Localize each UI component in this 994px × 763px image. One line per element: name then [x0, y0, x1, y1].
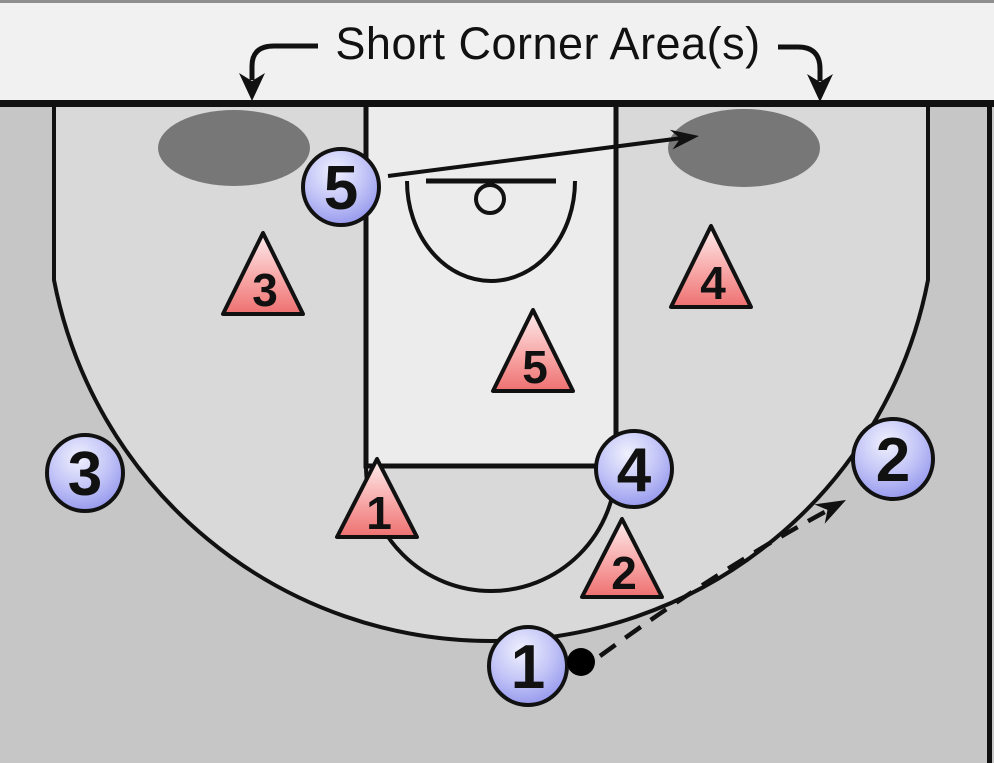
defense-player-5[interactable]: 5	[491, 308, 575, 393]
offense-circle	[487, 625, 569, 707]
arrowhead-icon	[814, 500, 846, 524]
defense-player-4[interactable]: 4	[669, 224, 753, 309]
offense-player-2-label: 2	[876, 426, 910, 495]
defense-player-1-label: 1	[366, 487, 392, 539]
defender-triangle	[221, 231, 305, 316]
offense-circle	[851, 417, 935, 501]
arrowhead-icon	[669, 129, 699, 150]
basketball-icon[interactable]	[567, 648, 595, 676]
defender-triangle	[580, 517, 664, 599]
play-actions	[387, 129, 846, 658]
baseline	[0, 100, 994, 107]
cut-arrow-5-to-short-corner	[387, 136, 683, 178]
offense-player-5-label: 5	[324, 154, 358, 223]
defender-triangle	[335, 457, 419, 539]
offense-player-1[interactable]: 1	[487, 625, 569, 707]
short-corner-area-left	[158, 110, 310, 186]
title-banner	[0, 0, 994, 104]
offense-circle	[45, 433, 125, 513]
offense-player-4[interactable]: 4	[594, 429, 674, 509]
offense-circle	[301, 147, 381, 227]
offense-players: 5 3 4 2 1	[45, 147, 935, 707]
title-pointer-right	[778, 44, 823, 81]
defense-player-3[interactable]: 3	[221, 231, 305, 316]
offense-player-1-label: 1	[511, 633, 545, 702]
title-callout: Short Corner Area(s)	[239, 18, 833, 102]
arrow-down-icon	[239, 73, 265, 101]
restricted-area-arc	[405, 180, 577, 283]
lane-key	[363, 101, 619, 469]
offense-player-5[interactable]: 5	[301, 147, 381, 227]
offense-circle	[594, 429, 674, 509]
offense-player-3-label: 3	[68, 440, 102, 509]
defense-player-2[interactable]: 2	[580, 517, 664, 599]
defense-players: 3 4 5 1 2	[221, 224, 753, 599]
defense-player-4-label: 4	[700, 257, 726, 309]
right-sideline	[987, 104, 992, 763]
pass-arrow-1-to-2	[598, 505, 836, 658]
short-corner-area-right	[668, 109, 820, 187]
top-border	[0, 0, 994, 3]
arrow-down-icon	[807, 74, 833, 102]
defender-triangle	[491, 308, 575, 393]
defense-player-5-label: 5	[522, 341, 548, 393]
defense-player-1[interactable]: 1	[335, 457, 419, 539]
defense-player-3-label: 3	[252, 264, 278, 316]
defender-triangle	[669, 224, 753, 309]
offense-player-2[interactable]: 2	[851, 417, 935, 501]
rim	[474, 183, 506, 215]
diagram-title: Short Corner Area(s)	[335, 18, 760, 69]
offense-player-4-label: 4	[617, 436, 652, 505]
offense-player-3[interactable]: 3	[45, 433, 125, 513]
title-pointer-left	[249, 43, 318, 80]
defense-player-2-label: 2	[611, 547, 637, 599]
